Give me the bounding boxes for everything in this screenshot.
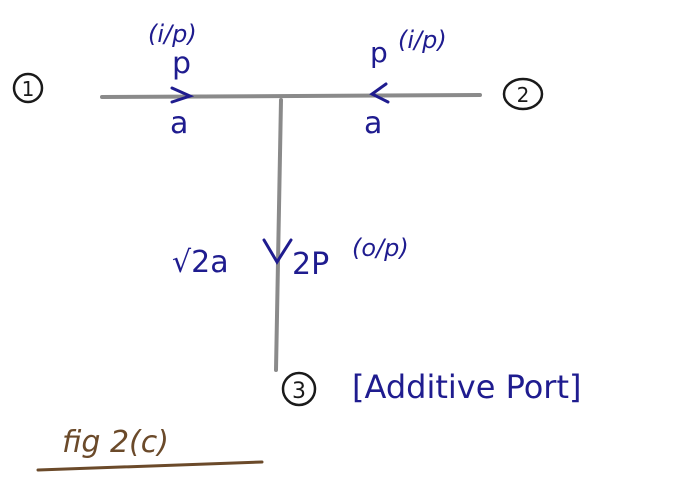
port-2-annotation: (i/p) xyxy=(398,26,447,54)
port-2-power-label: p xyxy=(370,36,388,69)
port-2-marker: 2 xyxy=(502,77,544,111)
port-2-wave-label: a xyxy=(364,106,382,141)
port-3-number: 3 xyxy=(292,379,306,404)
output-arrow-icon xyxy=(262,238,293,265)
port-1-wave-label: a xyxy=(170,106,188,141)
horizontal-line xyxy=(100,93,482,99)
port-1-annotation: (i/p) xyxy=(148,20,197,48)
caption-underline xyxy=(36,460,264,472)
port-1-arrow-icon xyxy=(170,86,195,104)
port-1-marker: 1 xyxy=(12,72,44,104)
port-2-number: 2 xyxy=(517,83,530,107)
port-2-arrow-icon xyxy=(369,82,390,104)
port-1-power-label: p xyxy=(172,46,191,81)
port-3-note: [Additive Port] xyxy=(352,368,581,406)
port-3-marker: 3 xyxy=(281,371,317,407)
port-1-number: 1 xyxy=(22,77,35,101)
output-annotation: (o/p) xyxy=(352,234,409,262)
figure-caption: fig 2(c) xyxy=(62,425,169,460)
output-wave-label: √2a xyxy=(172,245,229,280)
output-power-label: 2P xyxy=(292,247,329,282)
vertical-line xyxy=(274,98,283,372)
